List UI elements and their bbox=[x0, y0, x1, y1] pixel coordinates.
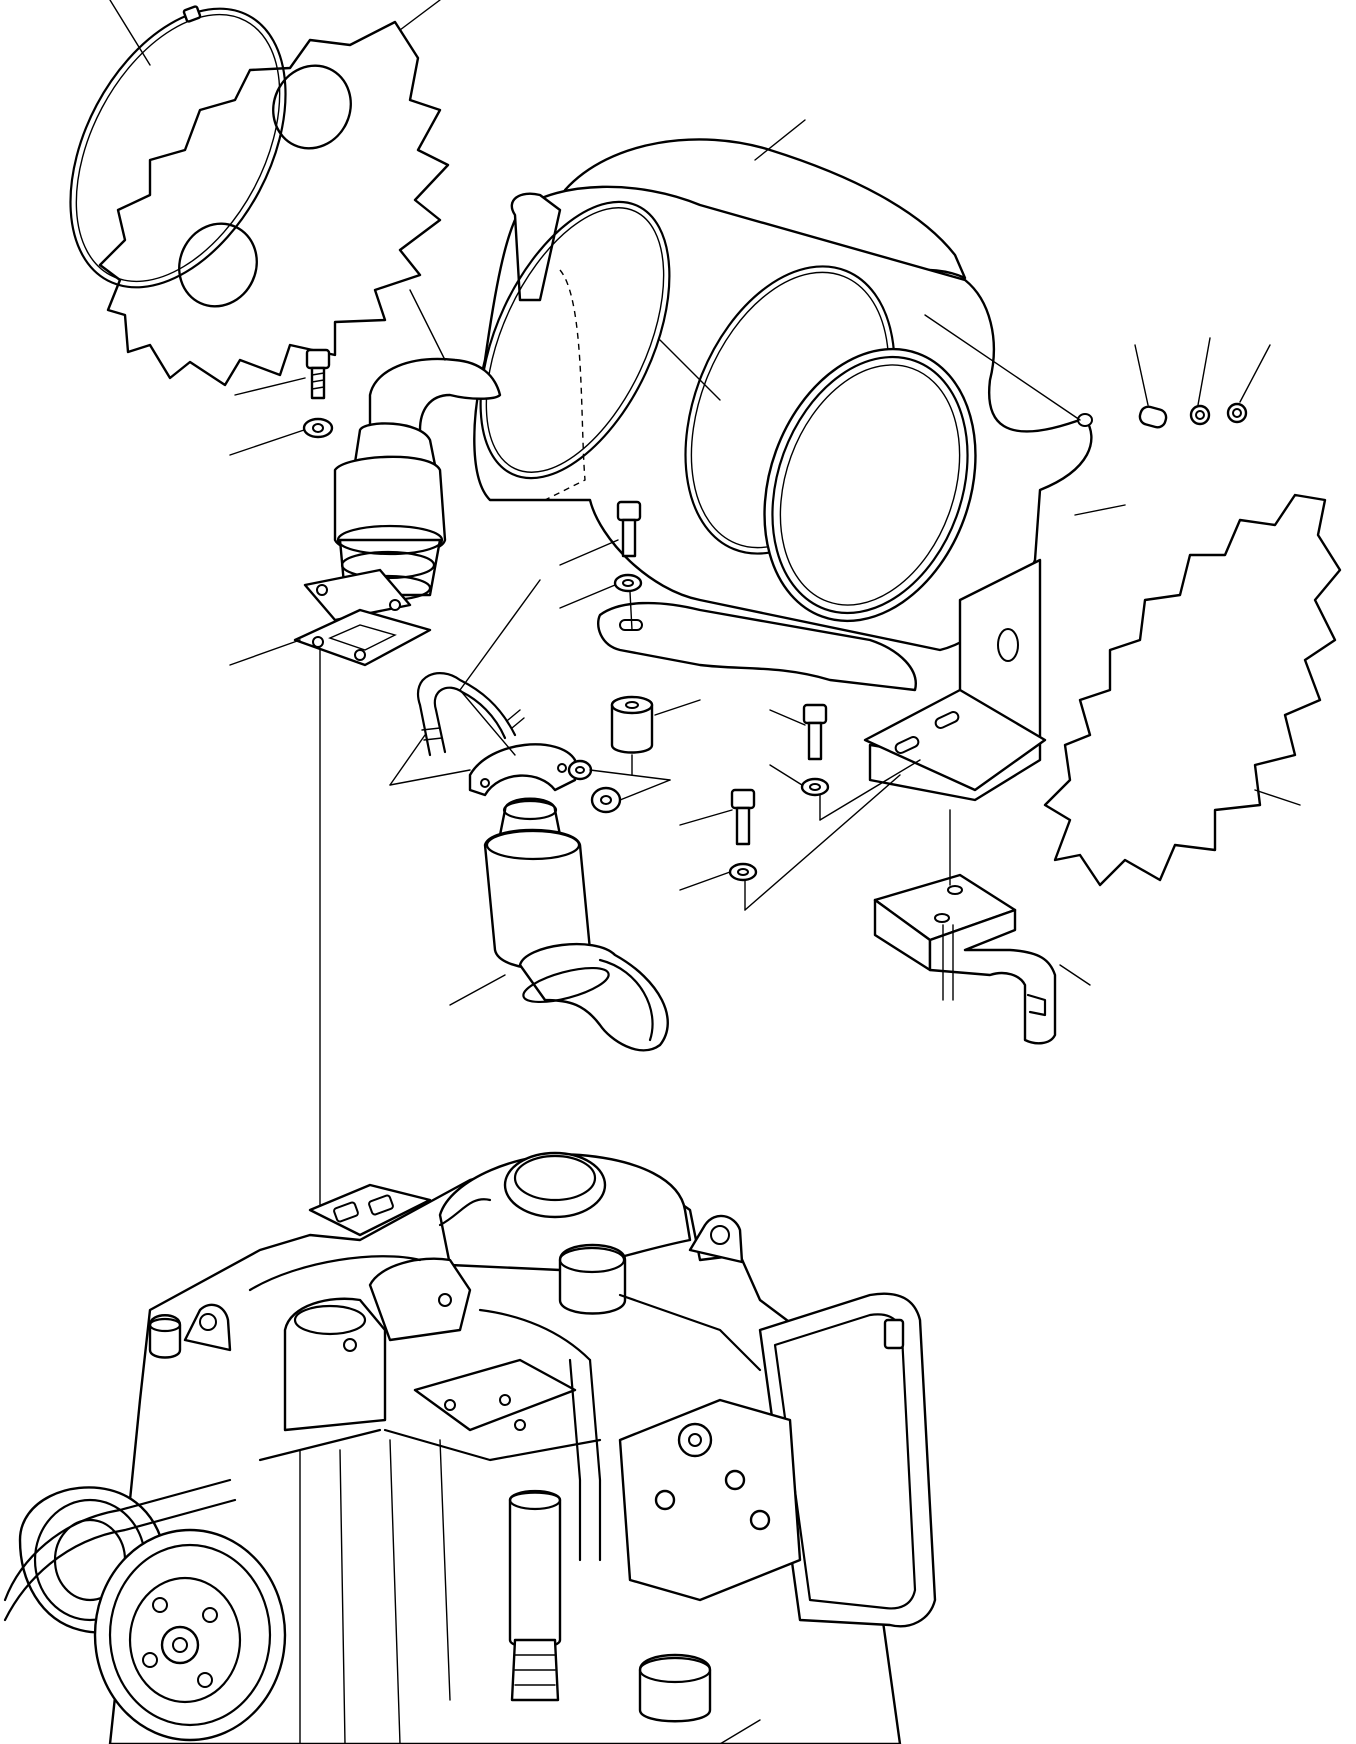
leader-line bbox=[1059, 964, 1091, 986]
leader-line bbox=[459, 689, 516, 756]
leader-line bbox=[1197, 337, 1211, 406]
leader-line bbox=[399, 0, 441, 31]
bracket-washer-upper bbox=[800, 777, 830, 797]
band-clamp bbox=[69, 5, 287, 289]
muffler-support-bracket bbox=[873, 873, 1057, 1045]
flange-bolt bbox=[305, 348, 331, 400]
flange-washer bbox=[302, 417, 334, 439]
muffler bbox=[473, 138, 1093, 802]
leader-line bbox=[679, 809, 733, 826]
leader-line bbox=[754, 119, 806, 161]
leader-line bbox=[629, 591, 633, 631]
clamp-nut bbox=[567, 759, 622, 814]
leader-line bbox=[619, 779, 671, 801]
leader-line bbox=[409, 289, 446, 361]
leader-line bbox=[719, 1719, 761, 1744]
flange-gasket bbox=[293, 608, 432, 667]
muffler-mount-washer bbox=[613, 573, 643, 593]
leader-line bbox=[769, 709, 806, 726]
lower-exhaust-pipe bbox=[483, 797, 669, 1052]
leader-line bbox=[559, 584, 616, 609]
leader-line bbox=[744, 774, 901, 911]
leader-line bbox=[659, 339, 721, 401]
engine-assembly bbox=[3, 1151, 937, 1744]
leader-line bbox=[819, 759, 921, 821]
leader-line bbox=[1074, 504, 1126, 516]
leader-line bbox=[229, 639, 301, 666]
leader-line bbox=[679, 871, 731, 891]
bracket-bolt-lower bbox=[730, 788, 756, 846]
leader-line bbox=[109, 0, 151, 66]
leader-line bbox=[449, 974, 506, 1006]
leader-line bbox=[924, 314, 1081, 421]
leader-line bbox=[654, 699, 701, 716]
leader-line bbox=[229, 429, 305, 456]
rubber-mount-spacer bbox=[610, 695, 654, 754]
upper-exhaust-pipe bbox=[303, 357, 502, 622]
leader-line bbox=[1254, 789, 1301, 806]
right-heat-shield bbox=[1043, 493, 1342, 887]
leader-line bbox=[769, 764, 803, 786]
leader-line bbox=[459, 579, 541, 691]
bracket-washer-lower bbox=[728, 862, 758, 882]
stud-spacer-nut-set bbox=[1138, 402, 1248, 429]
leader-line bbox=[389, 769, 471, 786]
leader-line bbox=[234, 377, 306, 396]
bracket-bolt-upper bbox=[802, 703, 828, 761]
leader-line bbox=[1134, 344, 1149, 406]
leader-line bbox=[1239, 344, 1271, 403]
leader-line bbox=[589, 769, 671, 781]
leader-line bbox=[389, 734, 426, 786]
muffler-mount-bolt bbox=[616, 500, 642, 558]
exhaust-heat-shield-gasket bbox=[98, 20, 450, 387]
leader-line bbox=[559, 539, 619, 566]
u-bolt-clamp bbox=[417, 672, 577, 797]
